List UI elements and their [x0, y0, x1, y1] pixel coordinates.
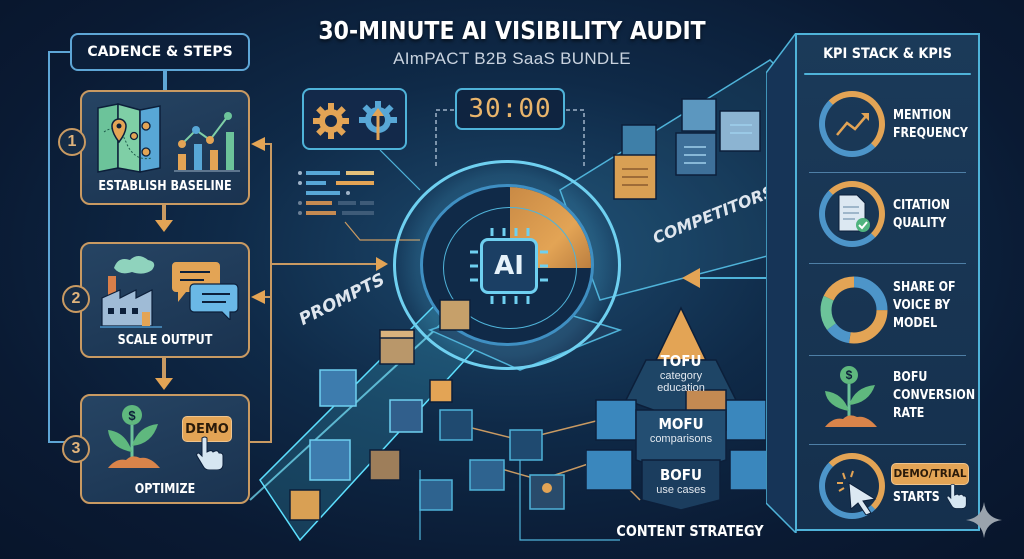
step-card-establish-baseline[interactable]: ESTABLISH BASELINE	[80, 90, 250, 205]
arrow-down-icon	[155, 220, 173, 232]
funnel-tier-bofu: BOFU use cases	[656, 466, 706, 496]
kpi-header: KPI STACK & KPIS	[804, 35, 971, 75]
hand-pointer-icon	[196, 436, 224, 470]
prompt-cubes	[289, 299, 471, 521]
connector-line	[163, 71, 167, 91]
feedback-loop-line	[48, 441, 68, 443]
kpi-ring	[819, 181, 885, 247]
gear-icon	[313, 103, 349, 139]
arrow-left-icon	[251, 290, 265, 304]
kpi-item-share-of-voice[interactable]: SHARE OF VOICE BY MODEL	[797, 267, 978, 351]
page-subtitle: AImPACT B2B SaaS BUNDLE	[393, 49, 631, 68]
content-strategy-title: CONTENT STRATEGY	[616, 522, 764, 540]
step-card-optimize[interactable]: $ DEMO OPTIMIZE	[80, 394, 250, 504]
hand-pointer-icon	[946, 483, 967, 509]
donut-chart-icon	[820, 276, 888, 344]
kpi-ring	[819, 453, 885, 519]
kpi-divider	[809, 355, 966, 356]
kpi-panel: KPI STACK & KPIS MENTION FREQUENCY CITAT…	[795, 33, 980, 531]
sparkle-icon	[966, 502, 1002, 538]
step-label: SCALE OUTPUT	[117, 333, 213, 348]
feedback-bracket-line	[262, 296, 272, 298]
chat-bubbles-icon	[172, 262, 239, 320]
feedback-bracket-line	[270, 143, 272, 443]
trend-up-icon	[836, 113, 869, 136]
arrow-right-icon	[376, 257, 388, 271]
step-label: ESTABLISH BASELINE	[98, 179, 232, 194]
kpi-item-bofu-conversion-rate[interactable]: $ BOFU CONVERSION RATE	[797, 357, 978, 441]
funnel-tier-tofu: TOFU category education	[657, 352, 705, 394]
demo-trial-button[interactable]: DEMO/TRIAL	[891, 463, 969, 485]
feedback-bracket-line	[262, 143, 272, 145]
code-lines-icon	[298, 171, 374, 215]
funnel-tier-mofu: MOFU comparisons	[649, 415, 713, 445]
svg-text:$: $	[846, 368, 853, 382]
feedback-bracket-line	[250, 441, 272, 443]
svg-text:$: $	[128, 408, 136, 423]
bar-chart-icon	[174, 112, 240, 172]
kpi-divider	[809, 172, 966, 173]
step-number-badge: 1	[58, 128, 86, 156]
branch-to-ai-line	[272, 263, 380, 265]
kpi-item-demo-trial-starts[interactable]: DEMO/TRIAL STARTS	[797, 447, 978, 531]
document-check-icon	[838, 194, 870, 232]
kpi-divider	[809, 263, 966, 264]
page-title: 30-MINUTE AI VISIBILITY AUDIT	[318, 16, 706, 45]
step-number-badge: 2	[62, 285, 90, 313]
content-funnel-pyramid	[586, 306, 776, 510]
step-card-scale-output[interactable]: SCALE OUTPUT	[80, 242, 250, 358]
timer-dashed-connectors	[435, 109, 585, 166]
kpi-item-citation-quality[interactable]: CITATION QUALITY	[797, 177, 978, 255]
gear-arrow-icon	[359, 101, 397, 140]
factory-icon	[100, 256, 162, 328]
cadence-header: CADENCE & STEPS	[70, 33, 250, 71]
feedback-loop-line	[48, 51, 72, 53]
kpi-divider	[809, 444, 966, 445]
settings-panel	[302, 88, 407, 150]
map-icon	[97, 103, 161, 173]
kpi-item-mention-frequency[interactable]: MENTION FREQUENCY	[797, 85, 978, 163]
flow-arrow	[162, 205, 166, 225]
kpi-ring	[819, 91, 885, 157]
timer-display: 30:00	[455, 88, 565, 130]
network-cubes	[419, 409, 565, 511]
competitor-cubes	[613, 98, 761, 200]
cursor-click-icon	[837, 470, 877, 515]
step-number-badge: 3	[62, 435, 90, 463]
chip-pins	[470, 228, 548, 304]
money-plant-icon: $	[825, 366, 877, 427]
money-plant-icon: $	[108, 405, 160, 468]
feedback-loop-line	[48, 51, 50, 443]
arrow-left-icon	[251, 137, 265, 151]
step-label: OPTIMIZE	[134, 482, 196, 497]
ai-chip-icon: AI	[480, 238, 538, 294]
flow-arrow	[162, 358, 166, 382]
arrow-down-icon	[155, 378, 173, 390]
radar-inner-ring	[443, 207, 577, 329]
